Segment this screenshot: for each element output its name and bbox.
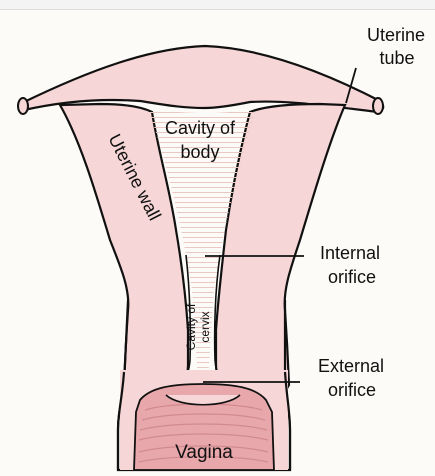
label-uterine-tube-2: tube — [379, 48, 414, 68]
label-uterine-tube-1: Uterine — [367, 25, 425, 45]
tube-end-right — [373, 98, 383, 114]
label-external-orifice-2: orifice — [328, 380, 376, 400]
label-cavity-cervix-1: Cavity of — [184, 303, 198, 350]
label-cavity-cervix-2: cervix — [198, 311, 212, 342]
tube-end-left — [18, 98, 28, 114]
label-external-orifice-1: External — [318, 356, 384, 376]
label-vagina: Vagina — [175, 442, 233, 463]
label-cavity-body-1: Cavity of — [165, 118, 236, 138]
label-internal-orifice-2: orifice — [328, 267, 376, 287]
uterine-fundus — [19, 46, 383, 112]
label-internal-orifice-1: Internal — [320, 243, 380, 263]
label-cavity-body-2: body — [180, 142, 219, 162]
